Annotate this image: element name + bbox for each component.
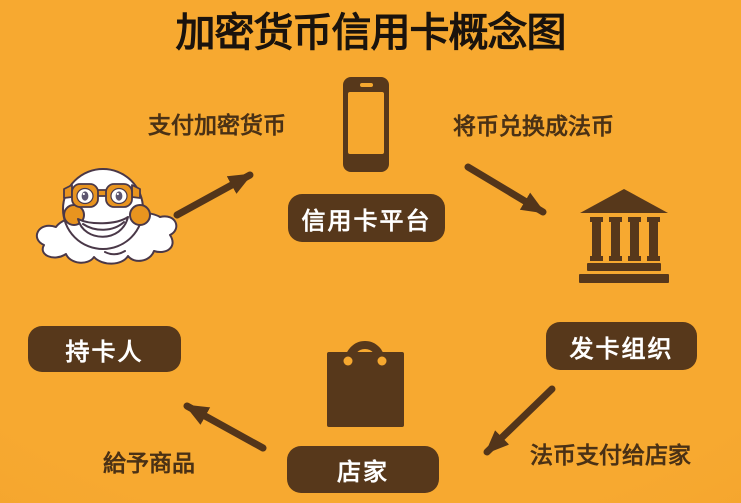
- bank-icon: [579, 189, 669, 283]
- flow-label-fiat-to-merchant: 法币支付给店家: [530, 442, 691, 468]
- node-issuer: 发卡组织: [546, 322, 697, 370]
- page-title: 加密货币信用卡概念图: [175, 11, 567, 55]
- phone-speaker: [359, 83, 373, 87]
- arrow-fiat-to-merchant: [483, 385, 556, 456]
- node-cardholder: 持卡人: [28, 326, 181, 372]
- arrow-exchange-to-fiat: [464, 163, 547, 216]
- phone-screen: [348, 92, 384, 154]
- flow-label-give-goods: 給予商品: [103, 450, 195, 476]
- shopping-bag-icon: [327, 341, 404, 427]
- node-merchant: 店家: [287, 446, 439, 493]
- smartphone-icon: [343, 77, 389, 172]
- arrow-pay-crypto: [173, 171, 254, 219]
- node-cardholder-label: 持卡人: [65, 338, 144, 366]
- arrow-give-goods: [183, 402, 267, 452]
- node-merchant-label: 店家: [337, 459, 389, 486]
- mascot-character: [35, 168, 178, 265]
- node-credit-platform-label: 信用卡平台: [301, 207, 432, 235]
- flow-label-exchange-to-fiat: 将币兑换成法币: [453, 113, 614, 139]
- node-issuer-label: 发卡组织: [569, 335, 674, 363]
- flow-label-pay-crypto: 支付加密货币: [148, 112, 286, 138]
- node-credit-platform: 信用卡平台: [288, 194, 445, 242]
